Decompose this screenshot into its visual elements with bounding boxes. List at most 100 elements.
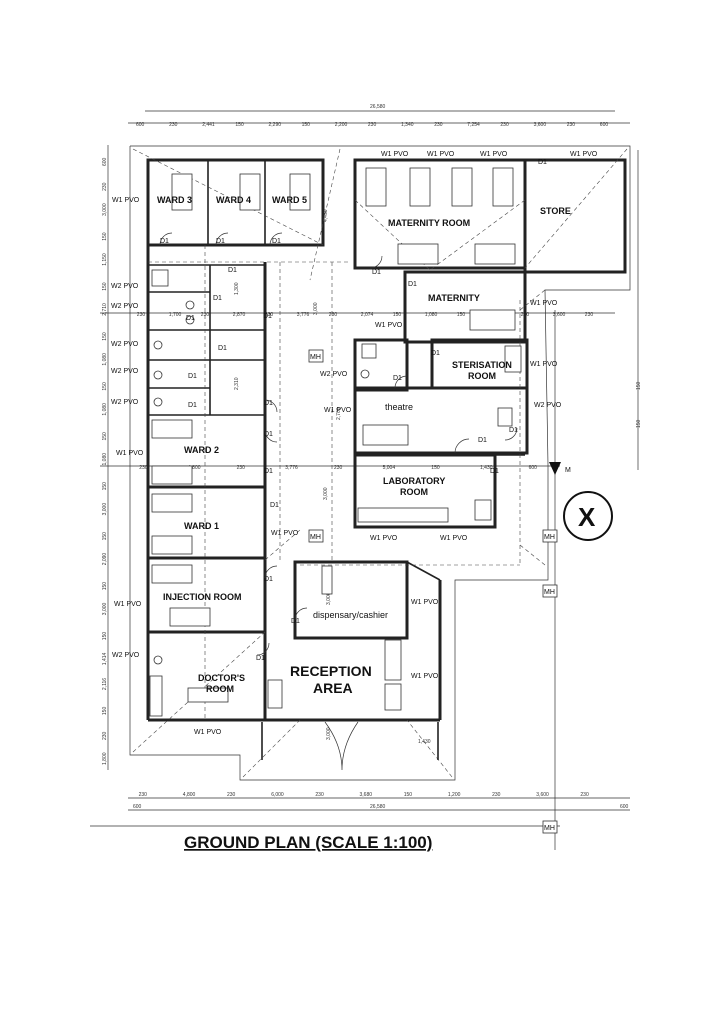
- room-laboratory-1: LABORATORY: [383, 476, 445, 486]
- dim-int-7: 3,000: [326, 592, 332, 605]
- dimension-value: 2,710: [102, 303, 108, 316]
- dimension-value: 600: [529, 465, 538, 471]
- room-laboratory-2: ROOM: [400, 487, 428, 497]
- level-marker-icon: [549, 462, 561, 475]
- dimension-value: 150: [102, 482, 108, 491]
- window-label: W1 PVO: [411, 599, 439, 606]
- dimension-value: 4,800: [183, 792, 196, 798]
- dim-int-6: 2,310: [234, 377, 240, 390]
- door-label: D1: [264, 431, 273, 438]
- manholes: MH MH MH MH MH: [308, 349, 558, 834]
- door-label: D1: [408, 281, 417, 288]
- dimension-value: 2,090: [102, 553, 108, 566]
- window-label: W1 PVO: [530, 361, 558, 368]
- window-label: W1 PVO: [114, 601, 142, 608]
- dimension-value: 150: [102, 282, 108, 291]
- window-label: W1 PVO: [411, 673, 439, 680]
- dimension-value: 230: [334, 465, 343, 471]
- room-reception-1: RECEPTION: [290, 663, 372, 679]
- door-label: D1: [256, 655, 265, 662]
- dimension-value: 1,200: [448, 792, 461, 798]
- dimension-value: 3,600: [536, 792, 549, 798]
- room-ward3: WARD 3: [157, 195, 192, 205]
- window-label: W2 PVO: [112, 652, 140, 659]
- dimension-value: 1,080: [102, 403, 108, 416]
- window-label: W1 PVO: [480, 151, 508, 158]
- dimension-value: 230: [102, 182, 108, 191]
- dim-top-total: 26,580: [370, 104, 386, 110]
- dimension-value: 2,870: [233, 312, 246, 318]
- plan-title: GROUND PLAN (SCALE 1:100): [184, 833, 432, 852]
- dimension-value: 6,000: [271, 792, 284, 798]
- dimension-value: 150: [302, 122, 311, 128]
- room-ward4: WARD 4: [216, 195, 251, 205]
- dimension-value: 230: [567, 122, 576, 128]
- window-label: W2 PVO: [111, 303, 139, 310]
- dimension-value: 2,441: [202, 122, 215, 128]
- room-maternity: MATERNITY: [428, 293, 480, 303]
- window-label: W1 PVO: [530, 300, 558, 307]
- dimension-value: 150: [102, 582, 108, 591]
- dimension-value: 600: [102, 157, 108, 166]
- mh-label-3: MH: [544, 534, 555, 541]
- door-label: D1: [509, 427, 518, 434]
- dimension-value: 150: [431, 465, 440, 471]
- dimension-value: 230: [102, 731, 108, 740]
- door-label: D1: [270, 502, 279, 509]
- door-label: D1: [160, 238, 169, 245]
- dimension-value: 1,414: [102, 652, 108, 665]
- door-label: D1: [431, 350, 440, 357]
- door-label: D1: [188, 402, 197, 409]
- window-label: W2 PVO: [111, 399, 139, 406]
- level-marker-label: M: [565, 467, 571, 474]
- dimension-value: 150: [102, 532, 108, 541]
- dim-int-2: 3,000: [313, 302, 319, 315]
- door-label: D1: [263, 313, 272, 320]
- window-label: W1 PVO: [271, 530, 299, 537]
- window-label: W2 PVO: [534, 402, 562, 409]
- dimension-value: 4,800: [188, 465, 201, 471]
- door-label: D1: [490, 468, 499, 475]
- door-label: D1: [218, 345, 227, 352]
- dimension-value: 150: [404, 792, 413, 798]
- window-labels: W1 PVO W1 PVO W1 PVO W1 PVO W1 PVO W2 PV…: [111, 151, 598, 736]
- window-label: W1 PVO: [116, 450, 144, 457]
- dimension-value: 230: [500, 122, 509, 128]
- section-marker-label: X: [578, 502, 596, 532]
- dimension-value: 150: [102, 707, 108, 716]
- dimension-value: 230: [139, 465, 148, 471]
- dimension-value: 150: [457, 312, 466, 318]
- window-label: W1 PVO: [375, 322, 403, 329]
- dim-int-8: 3,000: [326, 727, 332, 740]
- dimension-value: 5,004: [383, 465, 396, 471]
- door-label: D1: [228, 267, 237, 274]
- dimension-value: 2,074: [361, 312, 374, 318]
- dimension-value: 1,430: [480, 465, 493, 471]
- dim-bottom-total: 26,580: [370, 804, 386, 810]
- dimension-value: 3,000: [102, 503, 108, 516]
- window-label: W1 PVO: [194, 729, 222, 736]
- dimension-value: 2,290: [269, 122, 282, 128]
- door-label: D1: [372, 269, 381, 276]
- dimension-value: 3,776: [285, 465, 298, 471]
- dimension-value: 1,080: [425, 312, 438, 318]
- mh-label-4: MH: [544, 589, 555, 596]
- window-label: W1 PVO: [370, 535, 398, 542]
- dimension-value: 3,680: [360, 792, 373, 798]
- dimension-value: 150: [102, 382, 108, 391]
- dim-int-4: 3,000: [323, 487, 329, 500]
- room-reception-2: AREA: [313, 680, 353, 696]
- dimension-value: 3,000: [102, 203, 108, 216]
- window-label: W1 PVO: [427, 151, 455, 158]
- dim-bottom2-left: 600: [133, 804, 142, 810]
- dimension-value: 230: [265, 312, 274, 318]
- window-label: W1 PVO: [381, 151, 409, 158]
- dimension-value: 230: [329, 312, 338, 318]
- door-labels: D1 D1 D1 D1 D1 D1 D1 D1 D1 D1 D1 D1 D1 D…: [160, 159, 547, 662]
- dimension-value: 150: [102, 232, 108, 241]
- door-label: D1: [213, 295, 222, 302]
- dimension-value: 2,116: [102, 678, 108, 690]
- dimension-value: 230: [169, 122, 178, 128]
- mh-label-2: MH: [310, 534, 321, 541]
